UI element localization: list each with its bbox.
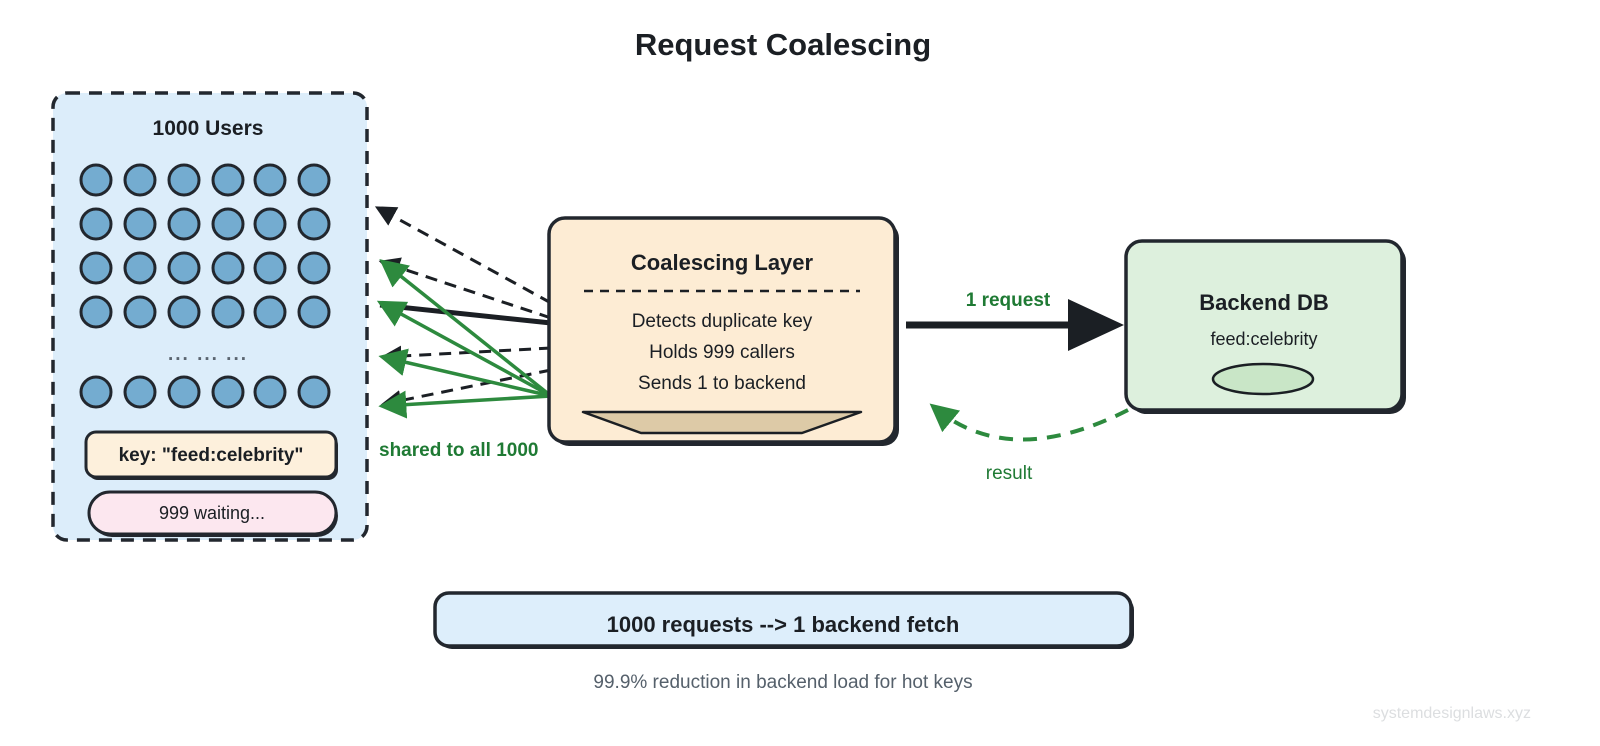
user-circle — [79, 251, 113, 285]
users-panel-title: 1000 Users — [153, 117, 264, 140]
user-circle — [297, 295, 331, 329]
shared-response-arrows-group: shared to all 1000 — [376, 259, 553, 461]
user-circle-grid — [79, 163, 331, 329]
user-circle — [123, 295, 157, 329]
summary-banner-label: 1000 requests --> 1 backend fetch — [607, 612, 960, 637]
shared-arrow — [376, 300, 552, 398]
user-circle — [211, 251, 245, 285]
user-circle — [253, 295, 287, 329]
users-panel-border — [51, 91, 369, 542]
backend-db-node: Backend DB feed:celebrity — [1124, 239, 1406, 414]
shared-arrow-label: shared to all 1000 — [379, 440, 538, 461]
request-arrow-dashed — [374, 206, 552, 305]
result-arrow-label: result — [986, 463, 1033, 484]
coalescing-layer-node: Coalescing Layer Detects duplicate key H… — [547, 216, 899, 446]
summary-bg — [433, 591, 1133, 648]
waiting-pill-bg — [87, 490, 338, 536]
user-circle — [123, 251, 157, 285]
backend-subtitle: feed:celebrity — [1210, 329, 1317, 349]
user-circle — [167, 207, 201, 241]
user-circle — [167, 375, 201, 409]
user-circle — [253, 207, 287, 241]
coalescing-line-1: Detects duplicate key — [632, 311, 813, 332]
backend-bg — [1124, 239, 1404, 412]
shared-arrow — [379, 259, 553, 398]
shared-arrow — [378, 348, 552, 398]
user-circle — [79, 375, 113, 409]
user-circle — [297, 207, 331, 241]
summary-banner: 1000 requests --> 1 backend fetch — [433, 591, 1134, 649]
user-circle — [297, 163, 331, 197]
users-panel: 1000 Users — [51, 91, 369, 542]
user-circle — [297, 251, 331, 285]
user-circle — [123, 375, 157, 409]
coalescing-bg — [547, 216, 897, 444]
user-circle — [253, 163, 287, 197]
shared-arrow — [378, 390, 552, 419]
request-arrow-solid — [379, 302, 552, 326]
waiting-pill-label: 999 waiting... — [159, 503, 265, 523]
key-box-bg — [84, 430, 338, 479]
user-circle — [211, 375, 245, 409]
user-circle — [211, 207, 245, 241]
result-arrow — [929, 403, 1129, 442]
user-circle — [253, 375, 287, 409]
backend-title: Backend DB — [1199, 290, 1329, 315]
user-circle — [167, 295, 201, 329]
request-arrow-dashed — [380, 345, 552, 367]
user-circle — [79, 163, 113, 197]
user-circle — [253, 251, 287, 285]
coalescing-line-2: Holds 999 callers — [649, 342, 795, 363]
footer-watermark: systemdesignlaws.xyz — [1373, 705, 1531, 722]
page-title: Request Coalescing — [635, 27, 931, 62]
waiting-pill: 999 waiting... — [87, 490, 338, 537]
one-request-arrowhead — [1068, 299, 1124, 351]
user-circle — [167, 251, 201, 285]
user-circle — [123, 207, 157, 241]
user-circle-grid-last-row — [79, 375, 331, 409]
user-circle — [79, 207, 113, 241]
user-circle — [211, 163, 245, 197]
user-circle — [211, 295, 245, 329]
one-request-label: 1 request — [966, 290, 1051, 311]
request-arrow-dashed — [378, 257, 552, 320]
result-arrow-group: result — [929, 403, 1129, 484]
key-box-label: key: "feed:celebrity" — [119, 445, 304, 466]
key-box: key: "feed:celebrity" — [84, 430, 338, 480]
coalescing-title: Coalescing Layer — [631, 250, 814, 275]
user-circle — [79, 295, 113, 329]
summary-caption: 99.9% reduction in backend load for hot … — [593, 672, 972, 693]
coalescing-line-3: Sends 1 to backend — [638, 373, 806, 394]
database-cylinder-icon — [1211, 362, 1315, 396]
user-circle — [123, 163, 157, 197]
one-request-arrow-group: 1 request — [906, 290, 1124, 351]
user-circle — [167, 163, 201, 197]
user-circle — [297, 375, 331, 409]
funnel-icon — [581, 410, 863, 435]
users-ellipsis: ... ... ... — [168, 344, 248, 365]
